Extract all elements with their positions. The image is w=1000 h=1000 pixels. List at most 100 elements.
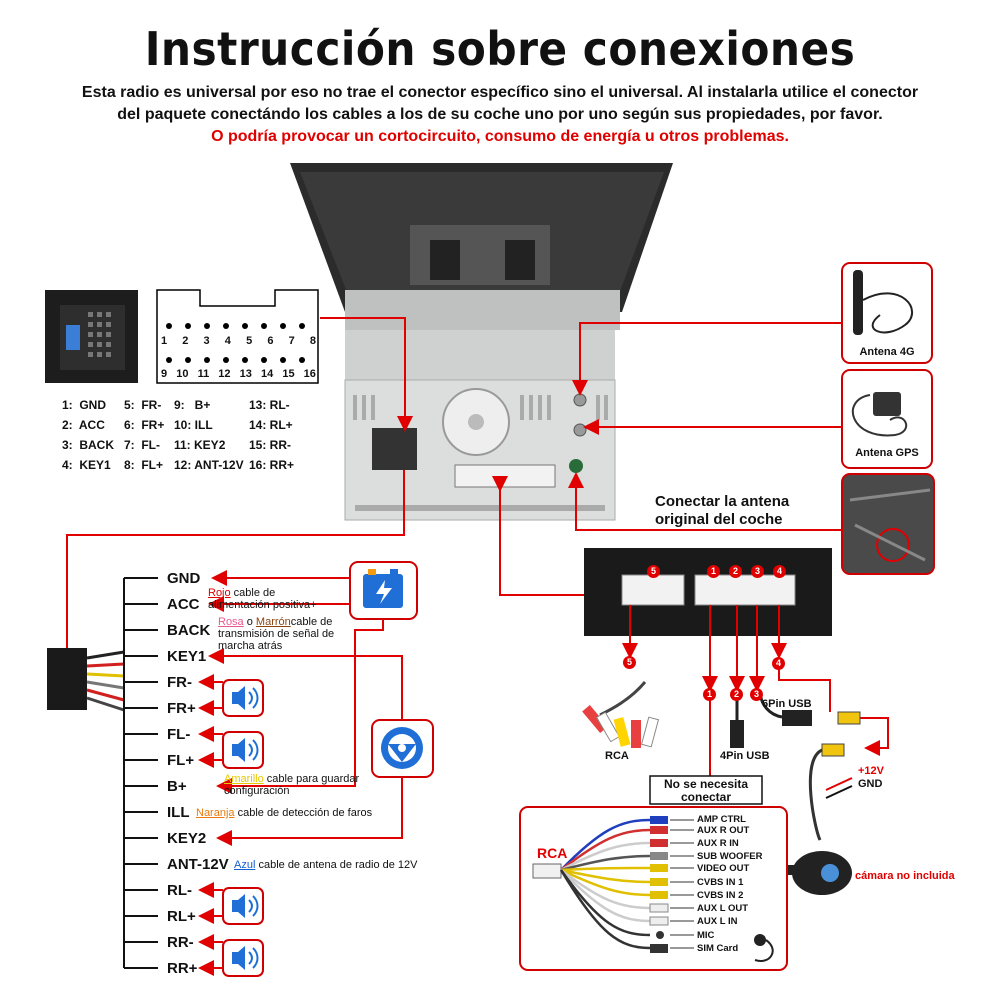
wire-label-key1: KEY1 <box>167 648 207 665</box>
pin-legend-item: 10: ILL <box>174 418 213 432</box>
car-antenna-text: Conectar la antena original del coche <box>655 493 789 529</box>
rca-item: CVBS IN 2 <box>697 890 744 901</box>
wire-label-fr-plus: FR+ <box>167 700 196 717</box>
wire-label-rl-minus: RL- <box>167 882 192 899</box>
rca-item: AUX R IN <box>697 838 739 849</box>
note-back: Rosa o Marróncable de transmisión de señ… <box>218 616 334 652</box>
note-ill-color: Naranja <box>196 807 235 819</box>
pin-legend-item: 7: FL- <box>124 438 160 452</box>
note-acc-color: Rojo <box>208 587 231 599</box>
wire-label-ant-12v: ANT-12V <box>167 856 229 873</box>
wire-label-acc: ACC <box>167 596 200 613</box>
pin-grid-top-row: 1 2 3 4 5 6 7 8 <box>161 335 316 347</box>
radio-unit-image <box>290 163 673 521</box>
connector-number: 5 <box>647 565 660 578</box>
subtitle-line-2: del paquete conectándo los cables a los … <box>117 106 883 123</box>
rca-item: MIC <box>697 930 715 941</box>
note-ant: Azul cable de antena de radio de 12V <box>234 859 417 871</box>
pin-legend-item: 15: RR- <box>249 438 292 452</box>
camera-not-included-label: cámara no incluida <box>855 870 955 882</box>
pin-number: 11 <box>197 368 210 380</box>
wire-label-rl-plus: RL+ <box>167 908 196 925</box>
pin-legend-item: 12: ANT-12V <box>174 458 244 472</box>
note-bplus-text1: cable para guardar <box>263 773 360 785</box>
wire-label-back: BACK <box>167 622 211 639</box>
harness-plug-image <box>47 648 87 710</box>
note-acc-text1: cable de <box>230 587 276 599</box>
speaker-icons <box>198 674 264 977</box>
note-back-color2: Marrón <box>255 616 291 628</box>
antenna-4g-label: Antena 4G <box>859 346 915 358</box>
pin-legend-item: 13: RL- <box>249 398 290 412</box>
pin-number: 10 <box>176 368 189 380</box>
connector-number: 1 <box>707 565 720 578</box>
wire-label-rr-plus: RR+ <box>167 960 198 977</box>
wire-label-fl-minus: FL- <box>167 726 191 743</box>
note-back-text3: marcha atrás <box>218 640 283 652</box>
connector-number: 5 <box>623 656 636 669</box>
note-back-mid: o <box>243 616 256 628</box>
rca-item: AUX L IN <box>697 916 738 927</box>
wire-label-fl-plus: FL+ <box>167 752 195 769</box>
pin-number: 5 <box>246 335 253 347</box>
pin-grid-outline <box>156 289 319 384</box>
car-antenna-text-2: original del coche <box>655 511 783 528</box>
rca-bundle-label: RCA <box>605 750 629 762</box>
wire-label-b-plus: B+ <box>167 778 187 795</box>
usb-4pin-image <box>730 720 744 748</box>
usb-6pin-image <box>782 710 812 726</box>
pin-legend-item: 3: BACK <box>62 438 115 452</box>
note-acc-text2: alimentación positiva+ <box>208 599 317 611</box>
wire-label-rr-minus: RR- <box>167 934 194 951</box>
note-bplus-text2: configuración <box>224 785 290 797</box>
pin-number: 3 <box>203 335 210 347</box>
no-connect-label: No se necesita conectar <box>650 778 762 804</box>
connector-number: 3 <box>751 565 764 578</box>
rca-cable-box <box>519 806 788 971</box>
connector-number: 2 <box>729 565 742 578</box>
camera-gnd-label: GND <box>858 778 883 790</box>
note-ant-color: Azul <box>234 859 256 871</box>
rca-cable-title: RCA <box>537 845 568 861</box>
pin-legend-item: 9: B+ <box>174 398 211 412</box>
rca-item: AUX R OUT <box>697 825 750 836</box>
pin-number: 15 <box>282 368 295 380</box>
rca-item: SUB WOOFER <box>697 851 763 862</box>
antenna-gps-label: Antena GPS <box>855 447 919 459</box>
usb-6pin-label: 6Pin USB <box>762 698 812 710</box>
wire-label-fr-minus: FR- <box>167 674 192 691</box>
camera-12v-label: +12V <box>858 765 884 777</box>
pin-number: 1 <box>161 335 168 347</box>
rca-item: AUX L OUT <box>697 903 749 914</box>
pin-legend-item: 1: GND <box>62 398 107 412</box>
note-ant-text: cable de antena de radio de 12V <box>255 859 418 871</box>
pin-legend-item: 6: FR+ <box>124 418 165 432</box>
note-back-color1: Rosa <box>218 616 244 628</box>
rca-item: CVBS IN 1 <box>697 877 744 888</box>
antenna-4g-box <box>841 262 933 364</box>
connector-number: 2 <box>730 688 743 701</box>
antenna-gps-box <box>841 369 933 469</box>
note-b-plus: Amarillo cable para guardar configuració… <box>224 773 359 797</box>
connector-number: 4 <box>773 565 786 578</box>
pin-number: 2 <box>182 335 189 347</box>
pin-legend-item: 16: RR+ <box>249 458 295 472</box>
pin-legend-item: 4: KEY1 <box>62 458 111 472</box>
subtitle-line-1: Esta radio es universal por eso no trae … <box>81 84 919 101</box>
pin-legend-item: 14: RL+ <box>249 418 293 432</box>
connector-number: 1 <box>703 688 716 701</box>
note-back-text1: cable de <box>290 616 333 628</box>
pin-number: 14 <box>260 368 274 380</box>
pin-grid-bottom-row: 9 10 11 12 13 14 15 16 <box>161 368 316 380</box>
pin-number: 13 <box>239 368 252 380</box>
wire-label-gnd: GND <box>167 570 201 587</box>
pin-number: 12 <box>218 368 231 380</box>
pin-legend-item: 11: KEY2 <box>174 438 226 452</box>
connector-number: 3 <box>750 688 763 701</box>
pin-number: 8 <box>309 335 316 347</box>
rca-item: AMP CTRL <box>697 814 746 825</box>
pin-number: 9 <box>161 368 168 380</box>
pin-legend-item: 8: FL+ <box>124 458 164 472</box>
rca-item: VIDEO OUT <box>697 863 750 874</box>
